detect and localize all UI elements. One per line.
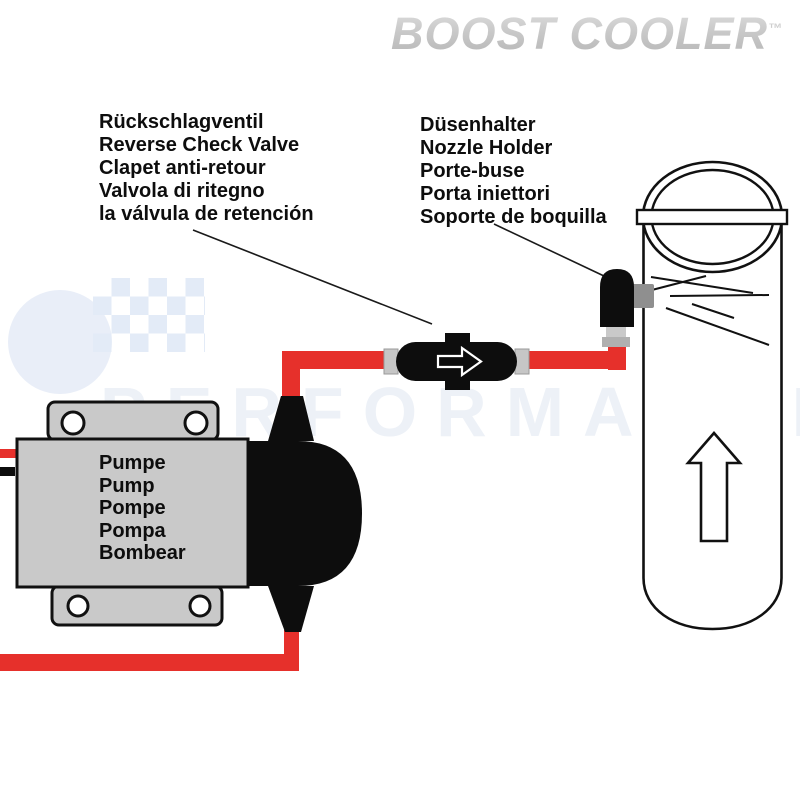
trademark-icon: ™ <box>768 20 782 36</box>
check-valve-label-line: Valvola di ritegno <box>99 180 265 202</box>
nozzle-tip <box>631 284 654 308</box>
nozzle-connector-flange <box>602 337 630 347</box>
check-valve-label-line: Clapet anti-retour <box>99 157 266 179</box>
spray-line <box>669 294 770 297</box>
bracket-hole <box>60 410 86 436</box>
pump-outlet-cone-top <box>268 396 314 441</box>
spray-line <box>650 276 754 294</box>
pump-label: Pumpe Pump Pompe Pompa Bombear <box>99 452 186 565</box>
nozzle-holder-label-line: Nozzle Holder <box>420 137 553 159</box>
intake-tube-clamp-band <box>635 208 789 226</box>
nozzle-holder-label-line: Soporte de boquilla <box>420 206 607 228</box>
check-valve <box>383 333 530 390</box>
nozzle-spray-lines <box>647 275 770 346</box>
spray-line <box>691 303 735 319</box>
tube-to-nozzle-horizontal <box>521 351 626 369</box>
pump-inlet-cone-bottom <box>268 586 314 632</box>
intake-tube <box>635 160 789 631</box>
pump-label-line: Pumpe <box>99 452 166 474</box>
tube-nozzle-elbow <box>608 344 626 370</box>
nozzle-holder-label-line: Porta iniettori <box>420 183 551 205</box>
flow-arrow-right-icon <box>436 345 483 378</box>
red-tubing <box>0 344 626 671</box>
nozzle-holder-body <box>600 269 634 327</box>
bracket-hole <box>188 594 212 618</box>
nozzle-holder <box>600 269 654 347</box>
check-valve-label-line: la válvula de retención <box>99 203 314 225</box>
nozzle-connector-top <box>606 325 626 339</box>
check-valve-label-line: Rückschlagventil <box>99 111 264 133</box>
nozzle-holder-leader-line <box>493 223 605 277</box>
pump-label-line: Pompa <box>99 519 166 542</box>
tube-pump-inlet-vertical <box>284 630 299 658</box>
spray-line <box>647 275 707 292</box>
tube-top-horizontal <box>282 351 392 369</box>
check-valve-connector-right <box>514 348 530 375</box>
tube-pump-outlet-vertical <box>282 351 300 398</box>
boost-cooler-logo-text: BOOST COOLER <box>390 8 768 59</box>
bracket-hole <box>66 594 90 618</box>
watermark-checker-pattern <box>93 278 205 352</box>
pump-label-line: Bombear <box>99 542 186 564</box>
nozzle-holder-label-line: Porte-buse <box>420 160 525 182</box>
power-wire-red <box>0 449 23 458</box>
power-wire-black <box>0 467 15 476</box>
airflow-arrow-up-icon <box>685 431 743 543</box>
check-valve-leader-line <box>192 229 433 325</box>
check-valve-body <box>396 342 517 381</box>
pump-label-line: Pompe <box>99 497 166 519</box>
nozzle-holder-label: Düsenhalter Nozzle Holder Porte-buse Por… <box>420 114 607 229</box>
spray-line <box>665 307 770 346</box>
check-valve-label-line: Reverse Check Valve <box>99 134 300 156</box>
check-valve-label: Rückschlagventil Reverse Check Valve Cla… <box>99 111 314 226</box>
boost-cooler-logo: BOOST COOLER™ <box>391 8 782 60</box>
bracket-hole <box>183 410 209 436</box>
intake-tube-body <box>642 215 783 631</box>
pump-motor-head <box>247 441 362 586</box>
pump <box>15 396 362 632</box>
tube-bottom-horizontal <box>0 654 299 671</box>
pump-body <box>15 437 250 589</box>
nozzle-holder-label-line: Düsenhalter <box>420 114 536 136</box>
check-valve-connector-left <box>383 348 399 375</box>
pump-label-line: Pump <box>99 474 155 497</box>
